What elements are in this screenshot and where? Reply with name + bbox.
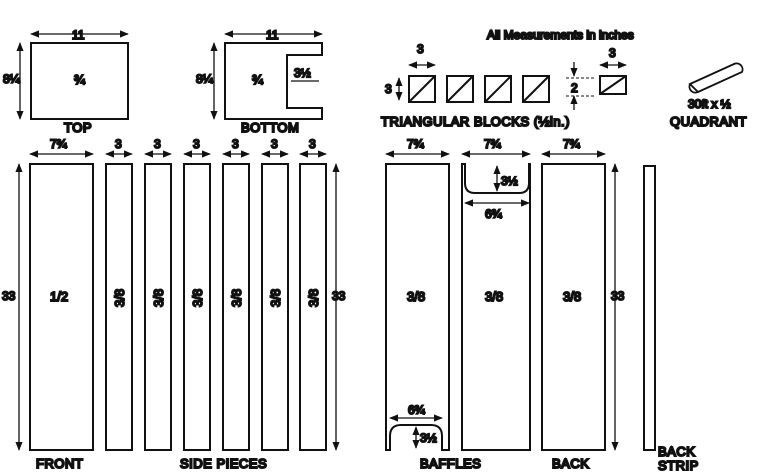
baffle-cutout-depth: 3½: [420, 431, 437, 445]
front-width: 7¾: [50, 137, 68, 151]
top-label: TOP: [64, 120, 92, 135]
bottom-thickness: ¾: [252, 72, 263, 87]
baffle-thickness: 3/8: [407, 289, 425, 304]
baffle-outline: [385, 163, 450, 451]
triangular-blocks-label: TRIANGULAR BLOCKS (½in.): [381, 114, 570, 129]
baffle-panel: 7¾ 3½ 6¾ 3/8: [461, 136, 531, 451]
quadrant-end: [688, 83, 699, 94]
triangular-block-diagonal: [408, 75, 436, 103]
back-thickness: 3/8: [563, 289, 581, 304]
bottom-label: BOTTOM: [241, 120, 299, 135]
front-length: 33: [2, 289, 16, 303]
triangular-blocks: 3 3 3 2 TRIANGULAR BLOCKS (½in.): [380, 41, 627, 130]
baffle-cutout-depth: 3½: [501, 174, 518, 188]
block-width2: 3: [609, 46, 616, 60]
bottom-notch: 3½: [294, 66, 311, 80]
side-piece-width: 3: [232, 137, 239, 151]
side-piece-width: 3: [154, 137, 161, 151]
back-strip-label-line1: BACK: [658, 444, 695, 459]
side-piece: 3 3/8: [183, 136, 211, 451]
triangular-block: [484, 75, 512, 103]
side-piece-outline: [105, 163, 133, 451]
side-piece-outline: [299, 163, 327, 451]
side-piece-thickness: 3/8: [268, 289, 283, 307]
back-strip-label-line2: STRIP: [658, 458, 699, 473]
baffle-width: 7¾: [407, 137, 425, 151]
triangular-block-diagonal: [446, 75, 474, 103]
side-piece-width: 3: [309, 137, 316, 151]
side-piece: 3 3/8: [299, 136, 327, 451]
side-pieces-label: SIDE PIECES: [180, 456, 267, 471]
top-width: 11: [72, 28, 85, 42]
back-panel-outline: [541, 163, 606, 451]
quadrant-label: QUADRANT: [670, 114, 747, 129]
side-piece-thickness: 3/8: [306, 289, 321, 307]
bottom-panel-outline: [224, 42, 323, 120]
side-piece-outline: [183, 163, 211, 451]
back-length: 33: [611, 289, 625, 303]
side-pieces-length: 33: [332, 289, 346, 303]
side-piece-width: 3: [193, 137, 200, 151]
back-width: 7¾: [563, 137, 581, 151]
baffles-label: BAFFLES: [420, 456, 481, 471]
triangular-block: [408, 75, 436, 103]
triangular-block: [522, 75, 550, 103]
side-piece-outline: [261, 163, 289, 451]
side-piece-outline: [144, 163, 172, 451]
baffle-width: 7¾: [484, 137, 502, 151]
side-piece: 3 3/8: [144, 136, 172, 451]
side-piece: 3 3/8: [222, 136, 250, 451]
quadrant-size: 30ft x ½: [688, 97, 731, 111]
block-gap: 2: [571, 81, 578, 95]
baffle-panel: 7¾ 6¾ 3½ 3/8: [385, 136, 450, 451]
quadrant-icon: [688, 62, 744, 94]
bottom-width: 11: [266, 28, 279, 42]
front-panel: 7¾ 33 1/2 FRONT: [1, 136, 94, 472]
top-panel-outline: [30, 42, 129, 120]
back-panel: 7¾ 33 3/8 BACK: [541, 136, 626, 472]
side-pieces: 3 3/8 3 3/8 3 3/8 3 3/8: [105, 136, 347, 472]
triangular-block-diagonal: [484, 75, 512, 103]
top-height: 8¼: [3, 72, 21, 86]
front-panel-outline: [29, 163, 94, 451]
baffle-cutout-width: 6¾: [408, 403, 426, 417]
side-piece-thickness: 3/8: [190, 289, 205, 307]
triangular-block: [446, 75, 474, 103]
bottom-panel: 11 8¼ ¾ 3½ BOTTOM: [195, 27, 323, 136]
triangular-block-diagonal: [599, 75, 627, 95]
block-width: 3: [417, 42, 424, 56]
measurement-note: All Measurements in inches: [487, 28, 634, 42]
quadrant-moulding: 30ft x ½ QUADRANT: [669, 62, 747, 130]
back-label: BACK: [552, 456, 589, 471]
front-thickness: 1/2: [50, 289, 68, 304]
back-strip-outline: [643, 165, 656, 451]
side-piece-thickness: 3/8: [112, 289, 127, 307]
triangular-block: [599, 75, 627, 95]
baffle-cutout-width: 6¾: [485, 207, 503, 221]
side-piece-thickness: 3/8: [151, 289, 166, 307]
side-piece-thickness: 3/8: [229, 289, 244, 307]
back-strip: BACK STRIP: [643, 165, 699, 474]
bottom-height: 8¼: [196, 72, 214, 86]
top-panel: 11 8¼ ¾ TOP: [2, 27, 129, 136]
front-label: FRONT: [36, 456, 83, 471]
side-piece-outline: [222, 163, 250, 451]
side-piece: 3 3/8: [105, 136, 133, 451]
block-height: 3: [385, 82, 392, 96]
side-piece-width: 3: [271, 137, 278, 151]
top-thickness: ¾: [74, 72, 85, 87]
side-piece: 3 3/8: [261, 136, 289, 451]
side-piece-width: 3: [115, 137, 122, 151]
baffle-thickness: 3/8: [485, 289, 503, 304]
triangular-block-diagonal: [522, 75, 550, 103]
baffle-outline: [461, 163, 531, 451]
